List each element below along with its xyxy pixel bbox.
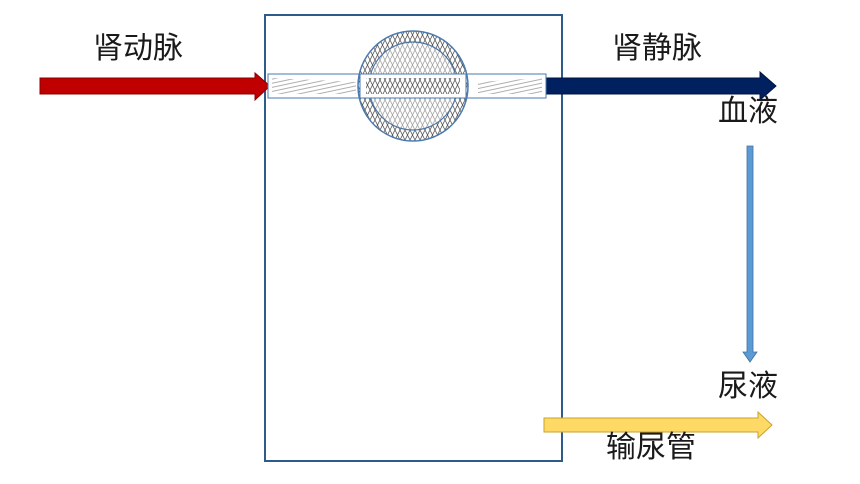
ureter-label: 输尿管 — [606, 430, 696, 465]
renal-vein-arrow — [545, 70, 777, 102]
kidney-box — [264, 14, 563, 462]
filtration-arrow — [742, 145, 758, 363]
glomerulus — [357, 30, 469, 142]
renal-artery-label: 肾动脉 — [93, 31, 183, 66]
renal-artery-arrow — [39, 71, 271, 102]
urine-label: 尿液 — [718, 369, 778, 404]
ureter-arrow — [543, 410, 773, 440]
blood-label: 血液 — [718, 94, 778, 129]
blood-vessel-tube — [267, 73, 547, 99]
renal-vein-label: 肾静脉 — [612, 31, 702, 66]
